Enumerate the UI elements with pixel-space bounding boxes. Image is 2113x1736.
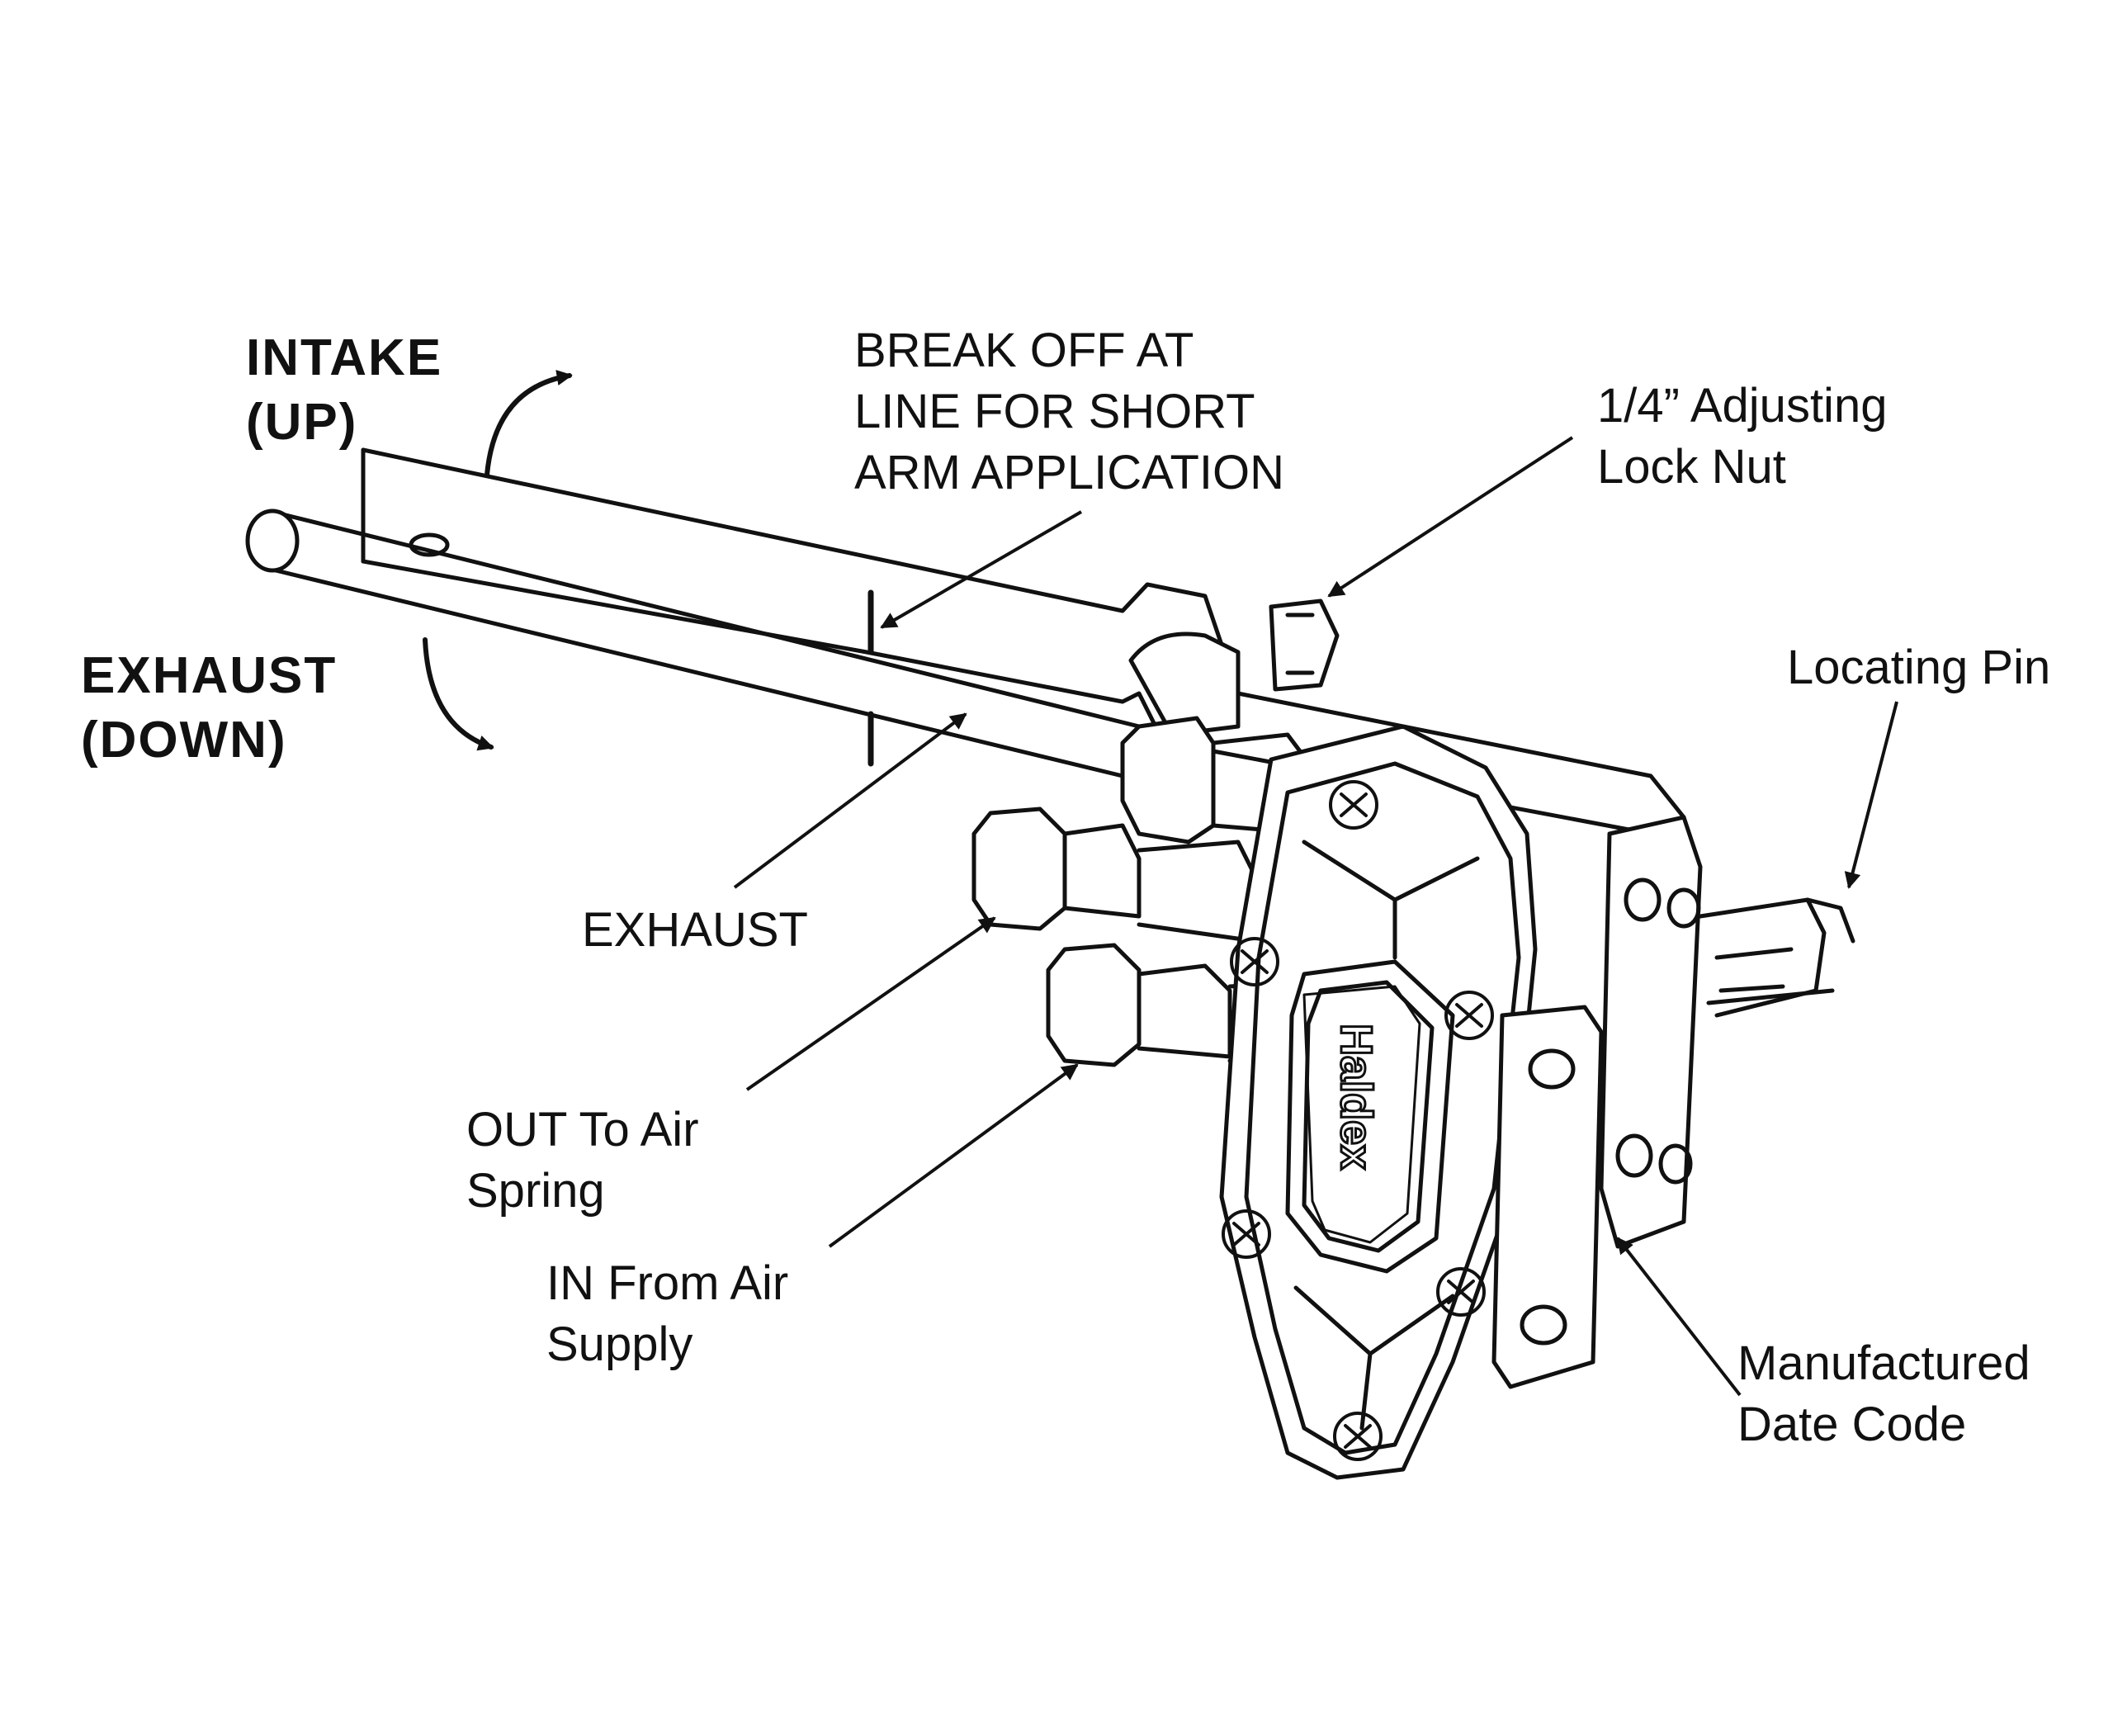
lock-nut-leader [1327,436,1574,598]
break-off-leader [880,510,1083,629]
mounting-plate [1491,1005,1604,1389]
out-port-leader [745,916,996,1091]
in-port-label: IN From Air Supply [546,1256,789,1371]
brand-mark: Haldex [1331,1024,1381,1170]
locating-pin-leader [1844,701,1898,889]
intake-label: INTAKE (UP) [246,329,443,451]
break-off-label: BREAK OFF AT LINE FOR SHORT ARM APPLICAT… [854,324,1285,499]
intake-arrow-icon [485,370,573,477]
round-rod [245,509,1142,778]
in-port-leader [828,1063,1079,1248]
exhaust-direction-label: EXHAUST (DOWN) [81,647,338,769]
fittings [971,716,1315,1076]
exhaust-leader [733,712,967,889]
out-port-label: OUT To Air Spring [466,1103,699,1218]
upper-bracket [1128,631,1241,737]
lock-nut [1269,598,1340,692]
side-bracket [1599,815,1855,1249]
brand-plaque [1302,985,1421,1244]
exhaust-arrow-icon [423,637,494,751]
valve-body [1219,724,1538,1480]
exhaust-port-label: EXHAUST [582,903,808,957]
lock-nut-label: 1/4” Adjusting Lock Nut [1597,379,1888,494]
date-code-leader [1616,1237,1742,1397]
locating-pin-label: Locating Pin [1787,641,2051,694]
date-code-label: Manufactured Date Code [1737,1336,2030,1451]
